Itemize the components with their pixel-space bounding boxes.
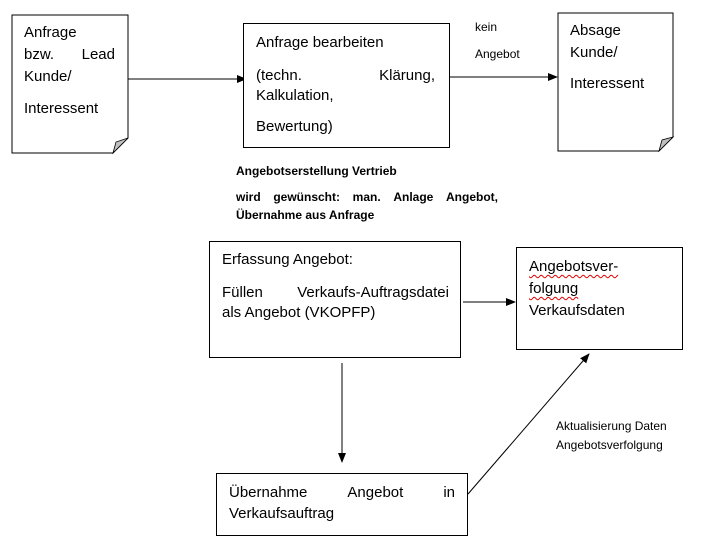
node-process-request[interactable]: Anfrage bearbeiten (techn. Klärung, Kalku…: [243, 23, 450, 148]
arrow-transfer-to-tracking: [467, 353, 590, 495]
word: Anlage: [393, 190, 434, 204]
node-request-line: Anfrage: [24, 24, 77, 41]
spellcheck-flagged-word[interactable]: folgung: [529, 280, 579, 297]
word: wird: [236, 190, 261, 204]
annotation-offer-creation: Übernahme aus Anfrage: [236, 208, 375, 222]
word: (techn.: [256, 67, 302, 84]
node-offer-entry-line: Füllen Verkaufs-Auftragsdatei: [222, 284, 449, 301]
edge-label-no-offer: Angebot: [475, 47, 520, 61]
document-shape-request: [11, 14, 129, 155]
node-rejection-line: Kunde/: [570, 44, 618, 61]
word: gewünscht:: [273, 190, 340, 204]
node-order-transfer-line: Verkaufsauftrag: [229, 505, 335, 522]
word: Lead: [81, 46, 115, 63]
word: Angebot: [347, 484, 404, 501]
node-process-request-line: (techn. Klärung,: [256, 67, 435, 84]
node-process-request-line: Anfrage bearbeiten: [256, 34, 384, 51]
node-process-request-line: Kalkulation,: [256, 87, 334, 104]
node-order-transfer-line: Übernahme Angebot in: [229, 484, 455, 501]
word: Klärung,: [379, 67, 435, 84]
node-offer-entry-line: Erfassung Angebot:: [222, 251, 353, 268]
node-order-transfer[interactable]: Übernahme Angebot in Verkaufsauftrag: [216, 473, 468, 536]
document-shape-rejection: [557, 12, 675, 153]
edge-label-no-offer: kein: [475, 20, 498, 34]
word: in: [443, 484, 455, 501]
word: Füllen: [222, 284, 263, 301]
node-rejection[interactable]: Absage Kunde/ Interessent: [558, 13, 673, 151]
annotation-offer-creation: wird gewünscht: man. Anlage Angebot,: [236, 190, 498, 204]
word: man.: [352, 190, 381, 204]
edge-label-update-tracking: Angebotsverfolgung: [556, 438, 663, 452]
node-request-line: bzw. Lead: [24, 46, 115, 63]
node-rejection-line: Absage: [570, 22, 621, 39]
node-offer-entry[interactable]: Erfassung Angebot: Füllen Verkaufs-Auftra…: [209, 241, 461, 358]
node-request-line: Interessent: [24, 100, 99, 117]
word: Übernahme: [229, 484, 308, 501]
node-process-request-line: Bewertung): [256, 118, 333, 135]
spellcheck-flagged-word[interactable]: Angebotsver-: [529, 258, 619, 275]
word: bzw.: [24, 46, 55, 63]
node-offer-tracking-line: Angebotsver-: [529, 258, 618, 275]
node-request[interactable]: Anfrage bzw. Lead Kunde/ Interessent: [12, 15, 128, 153]
node-offer-tracking-line: folgung: [529, 280, 578, 297]
edge-label-update-tracking: Aktualisierung Daten: [556, 419, 667, 433]
node-offer-entry-line: als Angebot (VKOPFP): [222, 304, 376, 321]
node-offer-tracking[interactable]: Angebotsver- folgung Verkaufsdaten: [516, 247, 683, 350]
node-rejection-line: Interessent: [570, 75, 645, 92]
word: Verkaufs-Auftragsdatei: [297, 284, 449, 301]
node-request-line: Kunde/: [24, 68, 72, 85]
word: Angebot,: [446, 190, 498, 204]
annotation-offer-creation: Angebotserstellung Vertrieb: [236, 164, 397, 178]
node-offer-tracking-line: Verkaufsdaten: [529, 302, 625, 319]
